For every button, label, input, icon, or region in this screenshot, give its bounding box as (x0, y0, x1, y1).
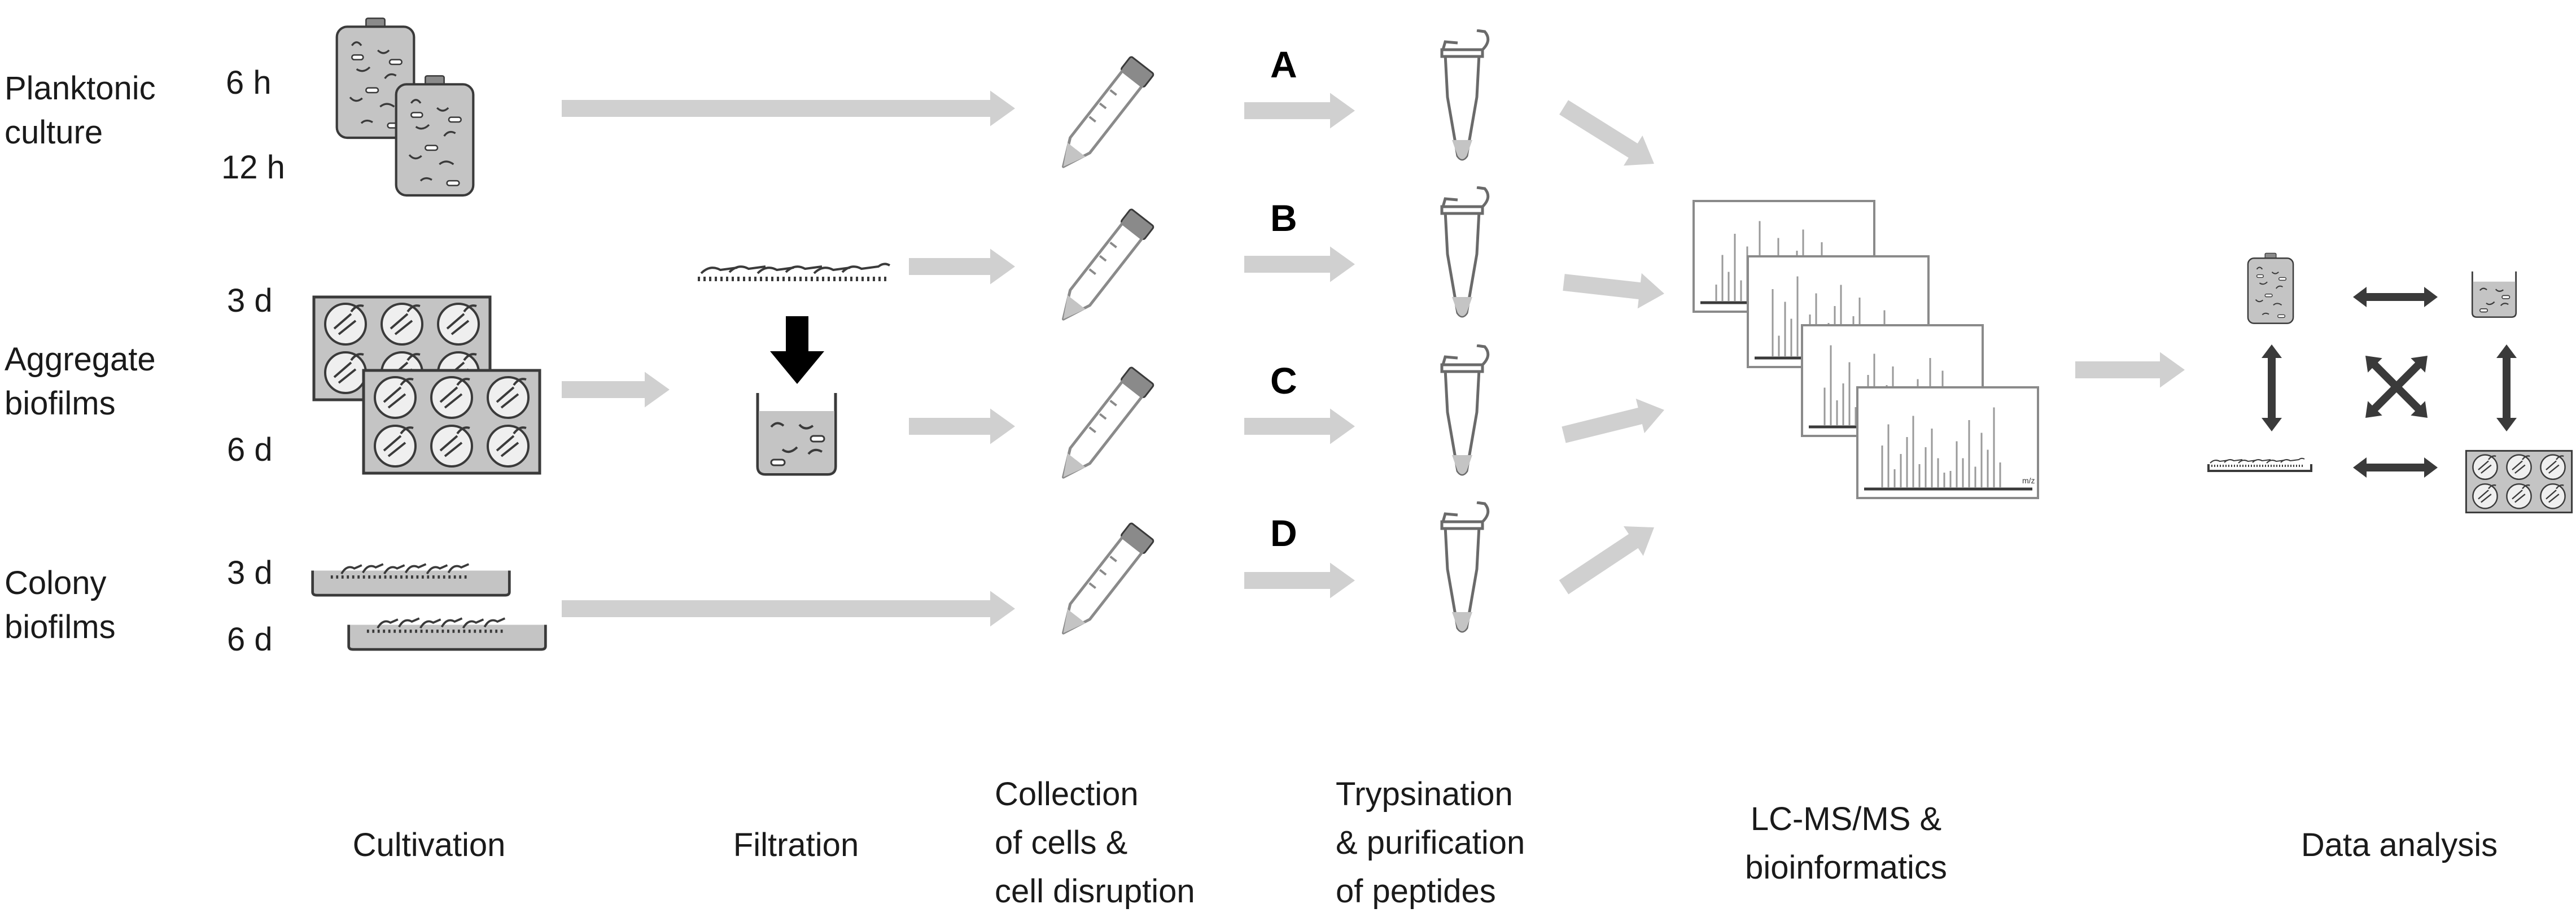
down-arrow-icon (770, 316, 824, 384)
double-arrow-icon (2365, 356, 2428, 418)
stage-line: of peptides (1336, 873, 1496, 910)
stage-line: bioinformatics (1745, 849, 1947, 886)
eppendorf-tube-icon (1442, 30, 1488, 159)
filtrate-beaker-icon (758, 393, 836, 474)
flow-arrow (1244, 93, 1355, 129)
flow-arrow (1562, 398, 1665, 443)
row-label-line: Colony (5, 565, 107, 601)
time-label: 3 d (227, 282, 273, 319)
flow-arrow (562, 591, 1015, 627)
row-label-line: biofilms (5, 609, 116, 645)
row-label-planktonic: Planktonic culture (5, 67, 156, 155)
row-label-colony: Colony biofilms (5, 561, 116, 649)
well-plate-icon (2465, 449, 2573, 514)
row-label-line: culture (5, 114, 103, 151)
row-label-line: biofilms (5, 385, 116, 422)
filter-membrane-icon (2208, 459, 2304, 466)
flow-arrow (1244, 408, 1355, 444)
well-plate-icon (364, 370, 540, 473)
stage-line: of cells & (995, 824, 1128, 861)
culture-bottle-icon (396, 76, 474, 195)
row-label-aggregate: Aggregate biofilms (5, 338, 156, 426)
double-arrow-icon (2353, 287, 2438, 307)
time-label: 12 h (221, 149, 285, 186)
stage-trypsination: Trypsination & purification of peptides (1336, 770, 1525, 916)
falcon-tube-icon (1052, 522, 1154, 642)
comparison-arrows (2262, 287, 2517, 478)
double-arrow-icon (2353, 457, 2438, 478)
falcon-tube-icon (1052, 366, 1154, 486)
flow-arrow (1244, 562, 1355, 599)
time-label: 6 d (227, 621, 273, 658)
eppendorf-tube-icon (1442, 346, 1488, 474)
falcon-tube-icon (1052, 56, 1154, 176)
sample-letter-b: B (1270, 197, 1297, 239)
flow-arrow (909, 408, 1015, 444)
flow-arrows (562, 90, 2185, 627)
culture-bottle-icon (2247, 252, 2294, 325)
stage-data-analysis: Data analysis (2301, 827, 2498, 863)
double-arrow-icon (2262, 344, 2282, 431)
filtrate-beaker-icon (2471, 270, 2517, 318)
sample-letter-a: A (1270, 43, 1297, 85)
eppendorf-tube-icon (1442, 187, 1488, 316)
filter-membrane-icon (698, 264, 890, 279)
mass-spectra-stack: m/zm/zm/zm/z (1692, 200, 2039, 499)
row-label-line: Aggregate (5, 341, 156, 378)
flow-arrow (1559, 100, 1655, 166)
time-label: 6 h (226, 64, 272, 101)
stage-cultivation: Cultivation (352, 827, 506, 863)
sample-letter-d: D (1270, 512, 1297, 554)
stage-collection: Collection of cells & cell disruption (995, 770, 1195, 916)
ms-axis-label: m/z (2022, 476, 2035, 485)
stage-filtration: Filtration (733, 827, 859, 863)
flow-arrow (562, 372, 670, 408)
eppendorf-tube-icon (1442, 503, 1488, 631)
flow-arrow (562, 90, 1015, 126)
time-label: 3 d (227, 554, 273, 591)
mass-spectrum-icon: m/z (1856, 386, 2039, 499)
colony-petri-dish-icon (349, 618, 546, 649)
colony-petri-dish-icon (2207, 464, 2312, 472)
stage-line: cell disruption (995, 873, 1195, 910)
stage-line: Trypsination (1336, 776, 1513, 813)
flow-arrow (909, 248, 1015, 285)
flow-arrow (1563, 273, 1664, 309)
time-label: 6 d (227, 431, 273, 468)
flow-arrow (1244, 246, 1355, 282)
sample-letter-c: C (1270, 360, 1297, 401)
stage-line: & purification (1336, 824, 1525, 861)
row-label-line: Planktonic (5, 70, 156, 107)
flow-arrow (2075, 352, 2185, 388)
stage-lcms: LC-MS/MS & bioinformatics (1727, 795, 1965, 892)
stage-line: LC-MS/MS & (1750, 801, 1942, 837)
stage-line: Collection (995, 776, 1139, 813)
double-arrow-icon (2496, 344, 2517, 431)
colony-petri-dish-icon (313, 564, 510, 595)
falcon-tube-icon (1052, 208, 1154, 328)
flow-arrow (1559, 526, 1654, 595)
